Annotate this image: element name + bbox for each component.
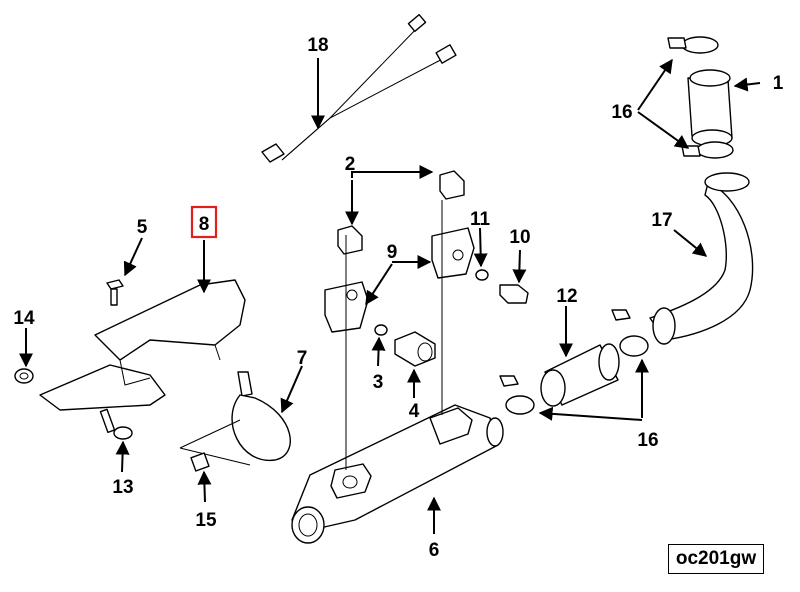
- callout-9: 9: [387, 242, 398, 263]
- part-16-clamps-lower: [499, 309, 649, 415]
- reference-code-label: oc201gw: [668, 544, 764, 574]
- callout-14: 14: [13, 308, 35, 329]
- callout-18: 18: [307, 35, 328, 56]
- part-10-sensor: [499, 284, 529, 304]
- part-8-bracket: [39, 279, 246, 411]
- callout-13: 13: [112, 477, 133, 498]
- part-17-pipe: [649, 172, 754, 345]
- callout-16-lower: 16: [637, 430, 658, 451]
- part-11-o-ring: [475, 269, 489, 281]
- callout-labels: 1 2 3 4 5 6 7 8 9 10 11 12 13 14 15 16 1…: [13, 35, 783, 561]
- callout-8: 8: [199, 214, 210, 235]
- callout-5: 5: [137, 217, 148, 238]
- part-5-bolt: [106, 279, 124, 306]
- callout-12: 12: [556, 286, 577, 307]
- part-13-bolt: [99, 408, 133, 440]
- callout-11: 11: [470, 209, 491, 230]
- callout-3: 3: [373, 372, 384, 393]
- callout-10: 10: [509, 227, 530, 248]
- callout-8-highlight: [190, 205, 218, 239]
- part-14-nut: [14, 368, 34, 384]
- callout-6: 6: [429, 540, 440, 561]
- part-4-sensor: [394, 331, 436, 367]
- part-18-wiring-harness: [261, 13, 457, 163]
- part-7-clamp: [179, 371, 291, 466]
- callout-16-upper: 16: [611, 102, 632, 123]
- leader-lines: [19, 58, 761, 534]
- part-15-bolt: [190, 452, 210, 472]
- part-3-o-ring: [374, 324, 388, 336]
- callout-15: 15: [195, 510, 217, 531]
- callout-1: 1: [773, 73, 784, 94]
- part-1-hose: [687, 69, 733, 147]
- part-2-elbow-fittings: [337, 170, 465, 255]
- part-12-hose: [540, 343, 620, 407]
- callout-17: 17: [651, 210, 672, 231]
- callout-4: 4: [409, 401, 420, 422]
- callout-7: 7: [297, 348, 308, 369]
- callout-2: 2: [345, 154, 356, 175]
- part-6-cooler: [291, 200, 504, 544]
